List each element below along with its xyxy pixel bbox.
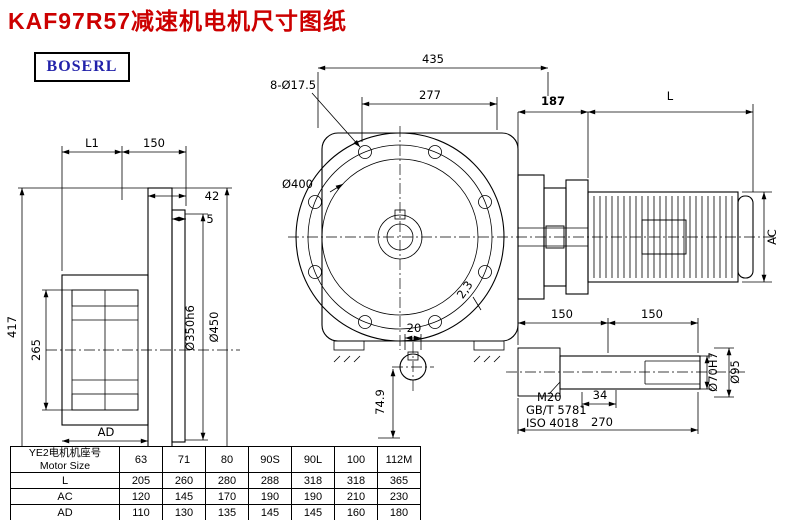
top-dimensions: 435 277 187 L AC 8-Ø17.5 Ø400: [270, 52, 779, 283]
bolt-hole: [428, 315, 442, 329]
table-row-AD: AD 110 130 135 145 145 160 180: [10, 504, 421, 520]
dim-d450-label: Ø450: [207, 311, 221, 342]
table-cell: 120: [119, 488, 163, 506]
dim-5-label: 5: [206, 212, 213, 226]
dim-749-label: 74.9: [373, 389, 387, 415]
logo-text: BOSERL: [46, 58, 118, 75]
table-cell: 288: [248, 472, 292, 490]
table-row-L: L 205 260 280 288 318 318 365: [10, 472, 421, 490]
bolt-hole: [478, 265, 492, 279]
table-cell: 365: [377, 472, 421, 490]
left-view-dimensions: L1 150 42 5 417 265 Ø350h6 Ø450 AD: [5, 136, 232, 466]
hollow-shaft-detail: 150 150 M20 GB/T 5781 ISO 4018 34 270 Ø7…: [506, 307, 746, 434]
table-cell: 145: [291, 504, 335, 520]
header-line1: YE2电机机座号: [28, 447, 102, 459]
bolt-hole: [358, 315, 372, 329]
shaft-body: [559, 355, 701, 390]
bolt-holes-label: 8-Ø17.5: [270, 78, 316, 92]
table-cell: 280: [205, 472, 249, 490]
flange-plate-side: [147, 187, 173, 466]
bolt-hole: [308, 265, 322, 279]
column-header-71: 71: [162, 445, 206, 474]
label-m20: M20: [537, 390, 562, 404]
table-cell: 260: [162, 472, 206, 490]
dim-34-label: 34: [593, 388, 608, 402]
dim-L-label: L: [667, 89, 674, 103]
page-title: KAF97R57减速机电机尺寸图纸: [8, 8, 348, 34]
label-gbt-5781: GB/T 5781: [526, 403, 587, 417]
foot-left: [333, 340, 365, 351]
rotor-section: [641, 219, 687, 255]
motor-size-table: YE2电机机座号 Motor Size 63 71 80 90S 90L 100…: [10, 445, 421, 520]
dim-265-label: 265: [29, 339, 43, 361]
table-cell: 205: [119, 472, 163, 490]
output-shaft-end-view: 20 74.9: [373, 321, 434, 439]
table-cell: 170: [205, 488, 249, 506]
column-header-112M: 112M: [377, 445, 421, 474]
dim-d70-label: Ø70H7: [706, 352, 720, 392]
dim-277-label: 277: [419, 88, 441, 102]
bolt-hole: [428, 145, 442, 159]
table-cell: 110: [119, 504, 163, 520]
bolt-hole: [308, 195, 322, 209]
table-cell: 160: [334, 504, 378, 520]
table-cell: 180: [377, 504, 421, 520]
header-line2: Motor Size: [39, 459, 91, 472]
table-cell: 210: [334, 488, 378, 506]
dim-AD-label: AD: [98, 425, 115, 439]
foot-right: [473, 340, 505, 351]
dim-187-label: 187: [541, 94, 565, 108]
dim-150a-label: 150: [551, 307, 573, 321]
logo-box: BOSERL: [34, 52, 130, 82]
dim-AC-label: AC: [765, 229, 779, 245]
dim-270-label: 270: [591, 415, 613, 429]
table-cell: 230: [377, 488, 421, 506]
dim-42-label: 42: [205, 189, 220, 203]
flange-note: 2,3: [454, 278, 482, 311]
bolt-hole: [478, 195, 492, 209]
flange-diameter-label: Ø400: [282, 177, 313, 191]
dim-150b-label: 150: [641, 307, 663, 321]
table-cell: 190: [248, 488, 292, 506]
table-cell: 318: [291, 472, 335, 490]
dim-L1-label: L1: [85, 136, 99, 150]
bolt-hole: [358, 145, 372, 159]
dim-d95-label: Ø95: [728, 360, 742, 384]
table-row-AC: AC 120 145 170 190 190 210 230: [10, 488, 421, 506]
motor-size-header-cell: YE2电机机座号 Motor Size: [10, 445, 120, 474]
table-cell: 145: [248, 504, 292, 520]
table-cell: 318: [334, 472, 378, 490]
dim-417-label: 417: [5, 316, 19, 338]
column-header-90S: 90S: [248, 445, 292, 474]
note-23-label: 2,3: [454, 278, 476, 301]
dim-d350-label: Ø350h6: [183, 305, 197, 351]
table-cell: 190: [291, 488, 335, 506]
row-label-AC: AC: [10, 488, 120, 506]
dim-20-label: 20: [407, 321, 422, 335]
flange-pilot-side: [171, 209, 186, 443]
row-label-L: L: [10, 472, 120, 490]
table-cell: 145: [162, 488, 206, 506]
row-label-AD: AD: [10, 504, 120, 520]
column-header-80: 80: [205, 445, 249, 474]
table-header-row: YE2电机机座号 Motor Size 63 71 80 90S 90L 100…: [10, 445, 421, 474]
table-cell: 135: [205, 504, 249, 520]
column-header-63: 63: [119, 445, 163, 474]
table-cell: 130: [162, 504, 206, 520]
label-iso-4018: ISO 4018: [526, 416, 579, 430]
column-header-90L: 90L: [291, 445, 335, 474]
column-header-100: 100: [334, 445, 378, 474]
dim-435-label: 435: [422, 52, 444, 66]
dim-150-left-label: 150: [143, 136, 165, 150]
